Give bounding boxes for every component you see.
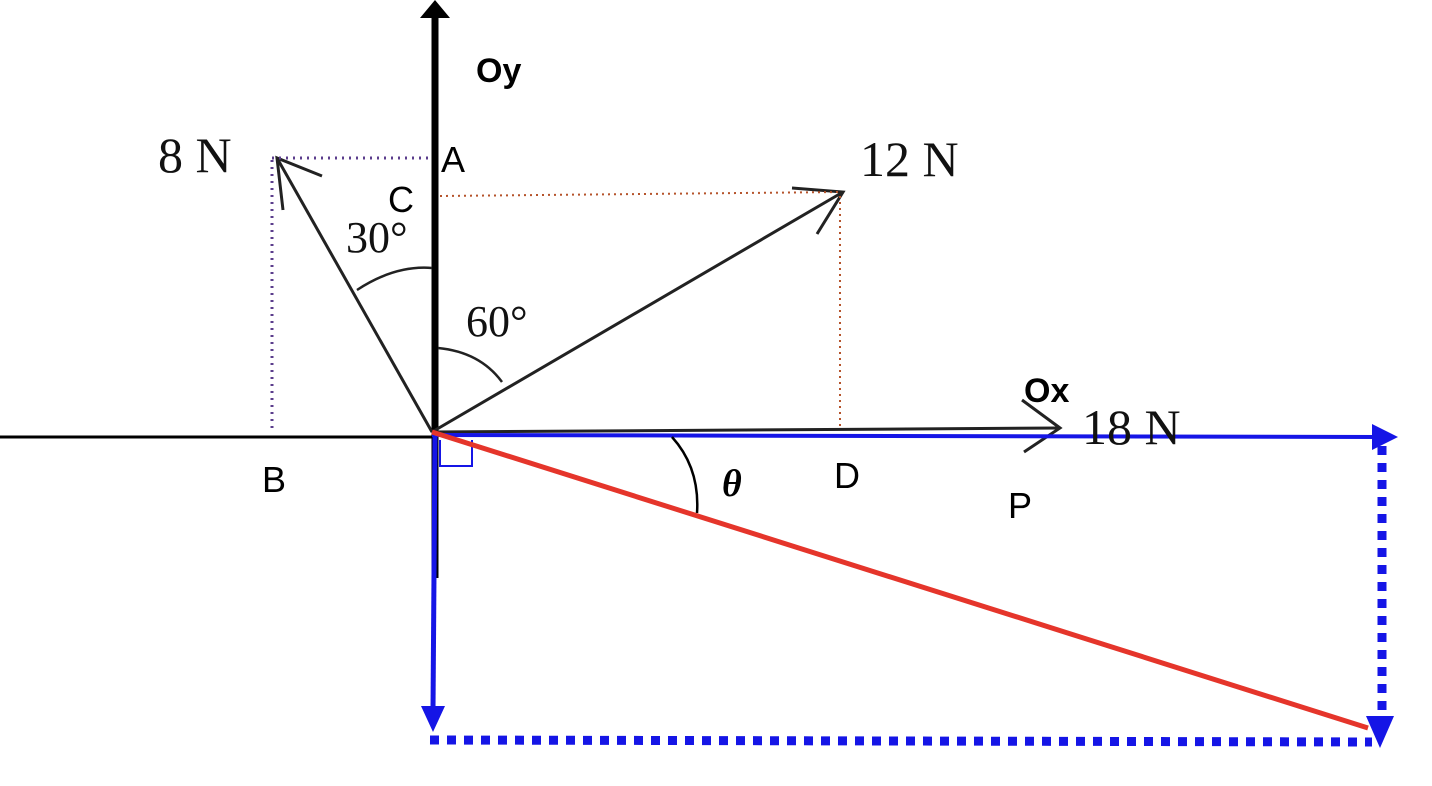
force-8n-vector	[275, 157, 434, 433]
angle-theta-arc	[671, 436, 699, 514]
point-b-label: B	[262, 459, 286, 500]
force-12n-arrowhead	[791, 186, 846, 235]
point-a-label: A	[441, 139, 465, 180]
axis-y-label: Oy	[476, 52, 521, 90]
force-12n-vector	[431, 190, 844, 434]
force-8n-label: 8 N	[158, 127, 232, 183]
resultant-y-component	[430, 436, 438, 711]
y-axis-arrowhead	[420, 0, 450, 18]
projection-12n-horizontal	[439, 191, 843, 197]
angle-60-arc	[437, 346, 504, 383]
force-8n-arrowhead	[275, 155, 323, 211]
right-angle-marker	[439, 440, 473, 467]
resultant-x-arrowhead	[1372, 424, 1398, 450]
force-18n-label: 18 N	[1082, 399, 1181, 455]
angle-30-label: 30°	[346, 213, 408, 262]
angle-theta-label: θ	[722, 463, 742, 505]
angle-30-arc	[356, 266, 433, 292]
force-18n-arrowhead	[1021, 398, 1063, 454]
resultant-bottom-dotted	[429, 735, 1373, 747]
resultant-y-arrowhead	[421, 706, 445, 732]
point-p-label: P	[1008, 485, 1032, 526]
resultant-x-component	[431, 433, 1379, 439]
force-18n-vector	[431, 426, 1061, 434]
point-d-label: D	[834, 455, 860, 496]
axis-x-label: Ox	[1024, 372, 1069, 410]
resultant-vector	[431, 429, 1369, 731]
angle-60-label: 60°	[466, 297, 528, 346]
point-c-label: C	[388, 179, 414, 220]
force-12n-label: 12 N	[860, 131, 959, 187]
resultant-corner-arrowhead	[1366, 716, 1394, 748]
